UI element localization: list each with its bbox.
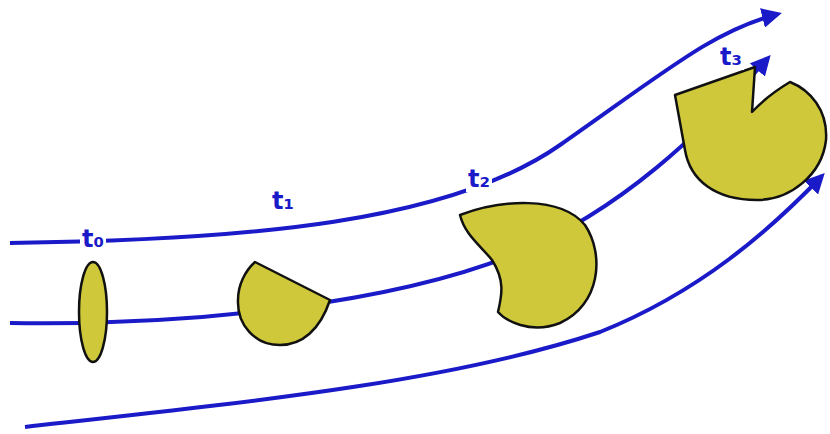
streamline: [10, 14, 778, 243]
time-label: t₁: [270, 188, 296, 214]
time-label: t₂: [466, 166, 492, 192]
fluid-element: [79, 262, 107, 362]
streamline: [10, 58, 768, 323]
fluid-element: [460, 203, 596, 327]
fluid-element: [238, 262, 330, 345]
fluid-element: [675, 67, 826, 200]
time-label: t₃: [718, 44, 744, 70]
time-label: t₀: [80, 226, 106, 252]
streamline: [25, 176, 822, 427]
